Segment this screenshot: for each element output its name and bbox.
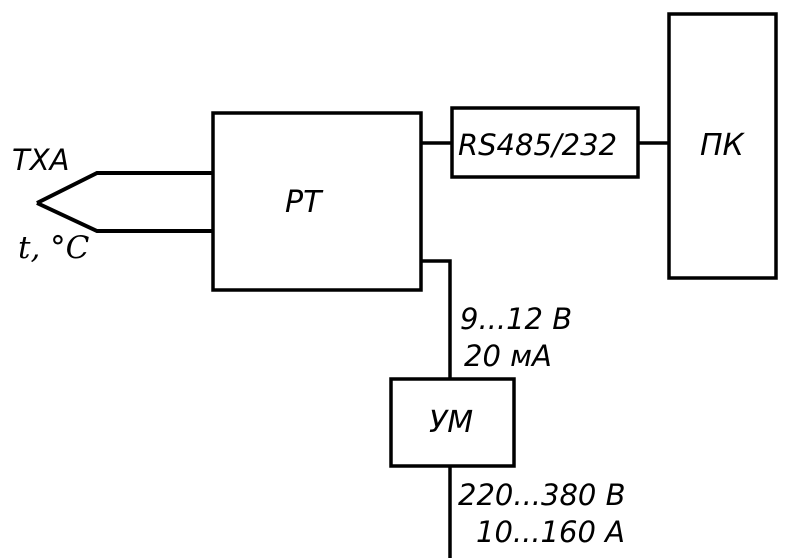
power-module-block	[389, 377, 516, 468]
regulator-output-line	[421, 259, 452, 379]
power-module-label: УМ	[429, 405, 473, 440]
regulator-block	[211, 111, 423, 292]
thermocouple-lower-lead	[36, 201, 213, 233]
thermocouple-upper-lead	[36, 171, 213, 205]
computer-block	[667, 12, 778, 280]
computer-label: ПК	[700, 128, 746, 163]
converter-block	[450, 106, 640, 179]
sensor-type-label: ТХА	[12, 143, 69, 177]
sensor-measure-label: t, °C	[18, 230, 90, 266]
regulator-label: РТ	[285, 185, 324, 220]
supply-voltage-label: 9...12 В	[460, 302, 572, 336]
load-current-label: 10...160 А	[476, 515, 625, 549]
converter-label: RS485/232	[458, 128, 617, 162]
load-voltage-label: 220...380 В	[458, 478, 625, 512]
supply-current-label: 20 мА	[464, 339, 552, 373]
thermocouple-probe	[36, 171, 213, 233]
